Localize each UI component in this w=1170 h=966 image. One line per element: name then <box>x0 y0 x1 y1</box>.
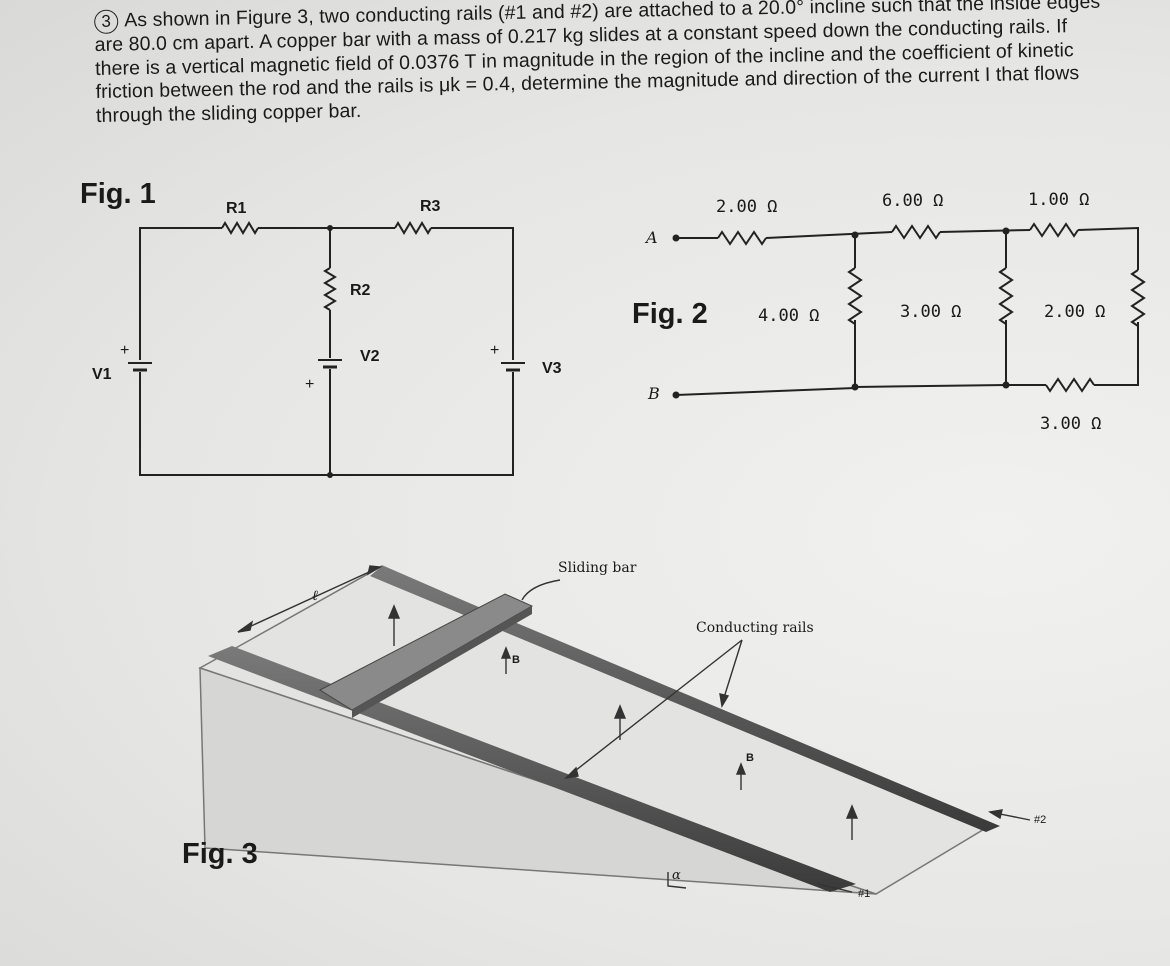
v2-plus: + <box>305 376 315 393</box>
r2-resistor <box>323 267 337 311</box>
r-1ohm-label: 1.00 Ω <box>1028 190 1090 210</box>
fig2-title: Fig. 2 <box>632 298 708 330</box>
r3-label: R3 <box>420 198 441 215</box>
rail-1-label: #1 <box>858 888 871 900</box>
rail-2-label: #2 <box>1034 814 1047 826</box>
r-6ohm-label: 6.00 Ω <box>882 191 944 211</box>
sliding-bar-side <box>352 606 532 718</box>
node-b-label: B <box>648 384 660 403</box>
rail-2 <box>370 566 1000 832</box>
r-3ohm-bottom <box>1045 377 1095 393</box>
conducting-rails-label: Conducting rails <box>696 620 814 636</box>
r-2ohm <box>717 230 767 246</box>
v3-plus: + <box>490 342 500 359</box>
r-4ohm-label: 4.00 Ω <box>758 306 820 326</box>
angle-label: α <box>672 868 681 883</box>
length-label: ℓ <box>312 588 318 604</box>
fig1-title: Fig. 1 <box>80 178 156 210</box>
r-2ohm-label: 2.00 Ω <box>716 197 778 217</box>
field-label-2: B <box>746 752 754 764</box>
r-1ohm-top <box>1029 222 1079 238</box>
node-a-label: A <box>646 228 658 247</box>
r1-resistor <box>221 221 259 235</box>
r1-label: R1 <box>226 200 247 217</box>
r-3ohm-mid <box>998 267 1014 325</box>
sliding-bar-label: Sliding bar <box>558 560 637 576</box>
r-2ohm-right <box>1130 269 1146 327</box>
r-3ohm-mid-label: 3.00 Ω <box>900 302 962 322</box>
fig3-title: Fig. 3 <box>182 838 258 870</box>
r-2ohm-right-label: 2.00 Ω <box>1044 302 1106 322</box>
r-4ohm <box>847 267 863 325</box>
field-label-1: B <box>512 654 520 666</box>
r3-resistor <box>394 221 432 235</box>
v2-label: V2 <box>360 348 380 365</box>
v3-label: V3 <box>542 360 562 377</box>
r-3ohm-bottom-label: 3.00 Ω <box>1040 414 1102 434</box>
r2-label: R2 <box>350 282 371 299</box>
v1-label: V1 <box>92 366 112 383</box>
v1-plus: + <box>120 342 130 359</box>
r-6ohm <box>891 224 941 240</box>
